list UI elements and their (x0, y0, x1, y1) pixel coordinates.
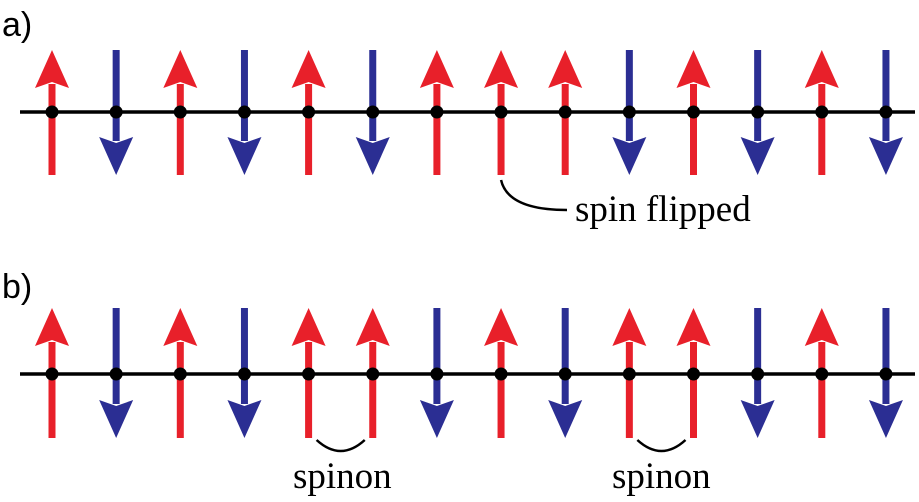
spin-up-arrow (291, 50, 326, 175)
annotation-label: spin flipped (575, 189, 751, 230)
lattice-site (815, 105, 829, 119)
lattice-site (109, 105, 123, 119)
spin-down-arrow (99, 308, 134, 438)
spin-up-arrow (291, 308, 326, 438)
annotation-label: spinon (293, 456, 392, 497)
lattice-site (237, 105, 251, 119)
panel-label: a) (2, 6, 32, 44)
lattice-site (430, 367, 444, 381)
lattice-site (45, 105, 59, 119)
lattice-site (302, 105, 316, 119)
lattice-site (558, 367, 572, 381)
lattice-site (109, 367, 123, 381)
lattice-site (622, 105, 636, 119)
lattice-site (879, 105, 893, 119)
spin-up-arrow (548, 50, 583, 175)
spin-down-arrow (227, 308, 262, 438)
spin-down-arrow (548, 308, 583, 438)
lattice-site (815, 367, 829, 381)
lattice-site (687, 105, 700, 119)
spin-up-arrow (163, 308, 198, 438)
spin-up-arrow (484, 50, 519, 175)
lattice-site (366, 367, 380, 381)
lattice-site (302, 367, 316, 381)
annotation: spin flipped (499, 179, 751, 230)
panel-b: b) spinon spinon (2, 268, 915, 497)
lattice-site (237, 367, 251, 381)
spin-up-arrow (804, 50, 839, 175)
panel-a: a) spin flipped (2, 6, 915, 230)
lattice-site (879, 367, 893, 381)
lattice-site (494, 105, 508, 119)
annotation-bracket (315, 439, 366, 453)
spin-down-arrow (227, 50, 262, 175)
annotation-label: spinon (612, 456, 711, 497)
spin-up-arrow (163, 50, 198, 175)
lattice-site (751, 367, 765, 381)
lattice-site (751, 105, 765, 119)
lattice-site (45, 367, 59, 381)
lattice-site (558, 105, 572, 119)
annotation: spinon (293, 439, 392, 497)
lattice-site (430, 105, 444, 119)
spin-down-arrow (740, 308, 775, 438)
spin-up-arrow (676, 308, 711, 438)
spin-down-arrow (740, 50, 775, 175)
lattice-site (173, 367, 187, 381)
lattice-site (366, 105, 380, 119)
lattice-site (494, 367, 508, 381)
spin-up-arrow (35, 50, 69, 175)
spin-up-arrow (676, 50, 711, 175)
annotation-bracket (636, 439, 687, 453)
spin-up-arrow (804, 308, 839, 438)
spin-down-arrow (99, 50, 134, 175)
spin-up-arrow (612, 308, 647, 438)
annotation-pointer (499, 179, 568, 212)
spin-up-arrow (419, 50, 454, 175)
spin-down-arrow (612, 50, 647, 175)
spin-up-arrow (35, 308, 69, 438)
panel-label: b) (2, 268, 32, 306)
spin-down-arrow (355, 50, 390, 175)
spin-down-arrow (868, 308, 903, 438)
lattice-site (173, 105, 187, 119)
lattice-site (687, 367, 700, 381)
spin-down-arrow (868, 50, 903, 175)
spin-up-arrow (484, 308, 519, 438)
spin-down-arrow (419, 308, 454, 438)
spin-up-arrow (355, 308, 390, 438)
annotation: spinon (612, 439, 711, 497)
lattice-site (622, 367, 636, 381)
